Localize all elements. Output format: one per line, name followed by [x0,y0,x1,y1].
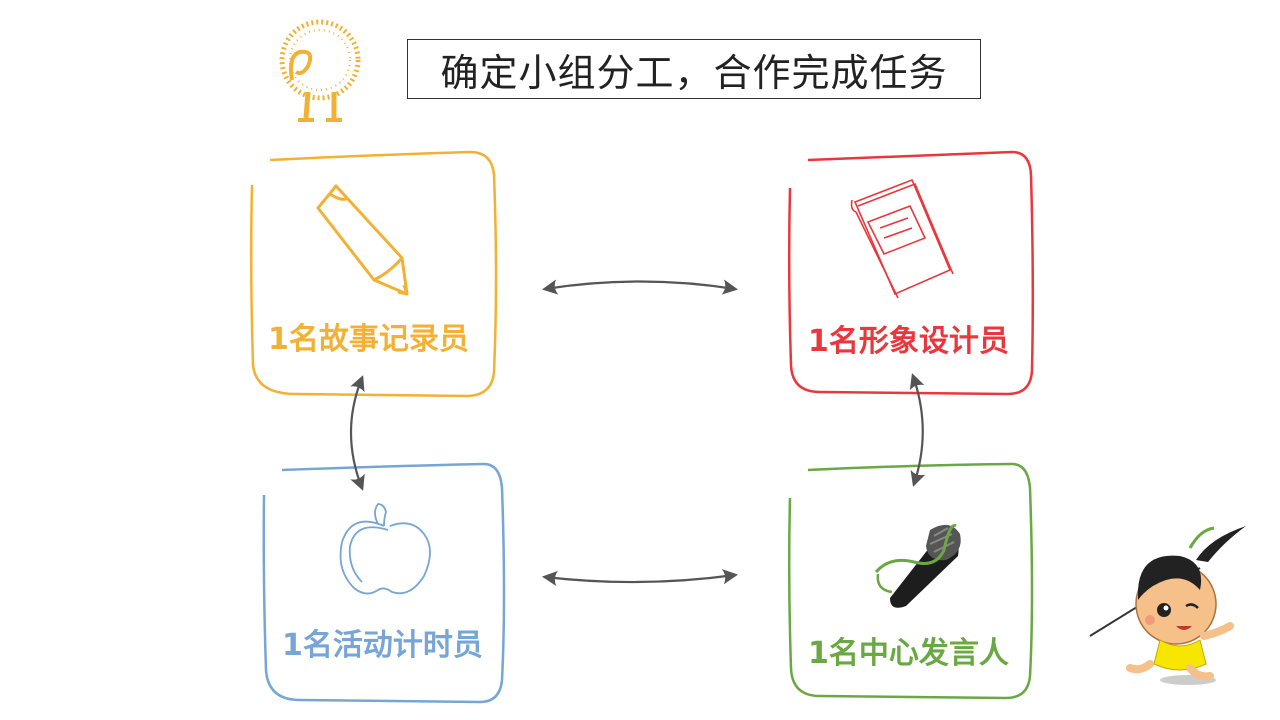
arrow-left [349,375,365,491]
role-box-image-designer [787,150,1035,396]
role-label-activity-timer: 1名活动计时员 [282,628,483,663]
role-label-story-recorder: 1名故事记录员 [268,322,469,357]
role-box-story-recorder [249,150,498,398]
role-box-speaker [787,462,1034,700]
pencil-icon [316,184,409,296]
cartoon-boy-mascot-icon [1089,526,1246,685]
book-icon [850,178,954,299]
arrow-top [541,279,739,295]
role-label-image-designer: 1名形象设计员 [808,324,1009,359]
apple-icon [339,503,431,595]
microphone-icon [874,524,961,608]
arrow-bottom [541,569,739,587]
connector-arrows [349,279,926,587]
page-title: 确定小组分工，合作完成任务 [407,39,981,99]
role-box-activity-timer [262,462,506,704]
role-label-speaker: 1名中心发言人 [808,636,1009,671]
arrow-right [909,373,926,487]
dandelion-logo-icon [279,19,361,122]
